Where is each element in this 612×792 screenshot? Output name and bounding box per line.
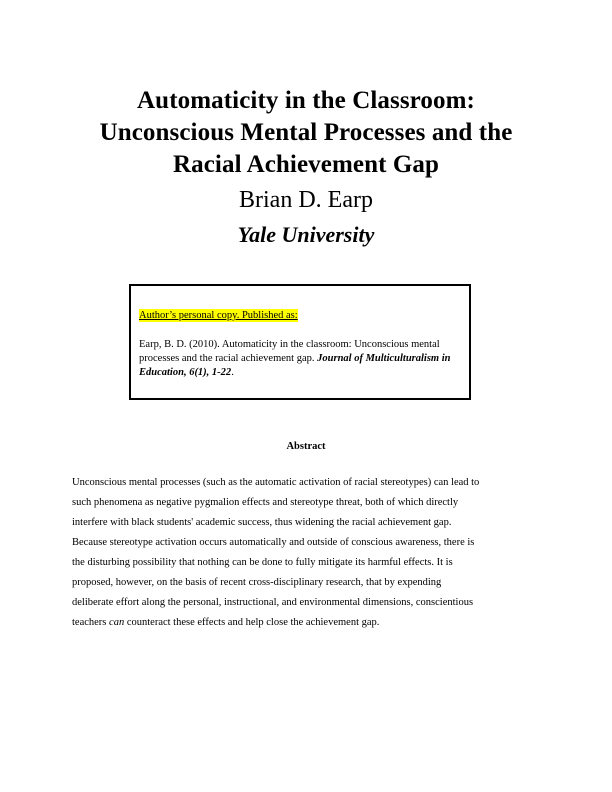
abstract-line: interfere with black students' academic … [72,517,452,528]
title-line-2: Unconscious Mental Processes and the [99,119,513,146]
title-line-3: Racial Achievement Gap [172,151,440,178]
citation-reference: Earp, B. D. (2010). Automaticity in the … [139,338,459,380]
citation-box: Author’s personal copy. Published as: Ea… [129,284,471,400]
author-name: Brian D. Earp [239,187,373,213]
abstract-line: such phenomena as negative pygmalion eff… [72,497,459,508]
abstract-line: Unconscious mental processes (such as th… [72,477,480,488]
paper-title: Automaticity in the Classroom: Unconscio… [0,85,612,181]
personal-copy-note: Author’s personal copy. Published as: [139,309,298,322]
abstract-emphasis: can [109,617,125,628]
abstract-heading: Abstract [286,441,326,452]
abstract-line: Because stereotype activation occurs aut… [72,537,475,548]
abstract-last-after: counteract these effects and help close … [124,617,380,628]
abstract-line: deliberate effort along the personal, in… [72,597,474,608]
citation-authors-title: Earp, B. D. (2010). Automaticity in the … [139,339,440,364]
author-affiliation: Yale University [237,222,375,247]
abstract-last-before: teachers [72,617,110,628]
abstract-line: proposed, however, on the basis of recen… [72,577,442,588]
abstract-line: the disturbing possibility that nothing … [72,557,453,568]
citation-volume-pages: , 6(1), 1-22 [183,367,232,378]
abstract-body: Unconscious mental processes (such as th… [72,473,544,633]
abstract-line-last: teachers can counteract these effects an… [72,613,544,633]
citation-end: . [231,367,234,378]
citation-journal: Journal of Multiculturalism in Education [139,353,451,378]
title-line-1: Automaticity in the Classroom: [137,87,475,114]
